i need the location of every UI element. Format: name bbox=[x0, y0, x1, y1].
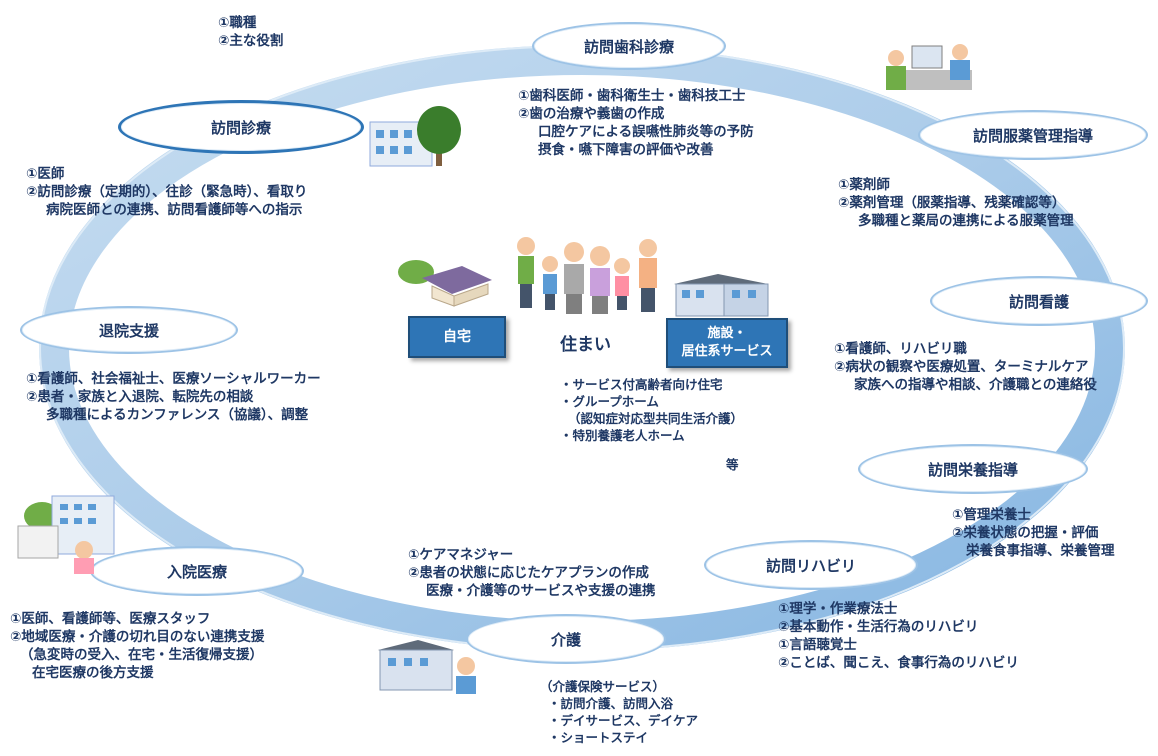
dental-line: 口腔ケアによる誤嚥性肺炎等の予防 bbox=[538, 124, 754, 140]
home-visit-line: ①医師 bbox=[26, 166, 65, 182]
facility-line: ・グループホーム bbox=[560, 394, 659, 409]
home-visit-line: ②訪問診療（定期的）、往診（緊急時）、看取り bbox=[26, 184, 308, 200]
care-line: ・ショートステイ bbox=[548, 730, 649, 745]
facility-list: ・サービス付高齢者向け住宅 ・グループホーム （認知症対応型共同生活介護） ・特… bbox=[560, 376, 743, 444]
home-button: 自宅 bbox=[408, 316, 506, 358]
nursing-line: ②病状の観察や医療処置、ターミナルケア bbox=[834, 359, 1089, 375]
house-illustration bbox=[398, 260, 492, 307]
discharge-line: ①看護師、社会福祉士、医療ソーシャルワーカー bbox=[26, 371, 321, 387]
dental-title: 訪問歯科診療 bbox=[532, 22, 726, 70]
inpatient-line: ②地域医療・介護の切れ目のない連携支援 bbox=[10, 629, 265, 645]
home-visit-desc: ①医師 ②訪問診療（定期的）、往診（緊急時）、看取り 病院医師との連携、訪問看護… bbox=[26, 165, 307, 219]
nursing-line: ①看護師、リハビリ職 bbox=[834, 341, 967, 357]
caremanager-line: 医療・介護等のサービスや支援の連携 bbox=[426, 583, 656, 599]
inpatient-title: 入院医療 bbox=[90, 546, 304, 596]
housing-title: 住まい bbox=[560, 335, 611, 355]
pharmacy-desc: ①薬剤師 ②薬剤管理（服薬指導、残薬確認等） 多職種と薬局の連携による服薬管理 bbox=[838, 176, 1074, 230]
dental-line: ②歯の治療や義歯の作成 bbox=[518, 106, 665, 122]
caremanager-desc: ①ケアマネジャー ②患者の状態に応じたケアプランの作成 医療・介護等のサービスや… bbox=[408, 546, 656, 600]
pharmacy-title: 訪問服薬管理指導 bbox=[918, 110, 1148, 160]
care-title: 介護 bbox=[466, 614, 666, 664]
discharge-desc: ①看護師、社会福祉士、医療ソーシャルワーカー ②患者・家族と入退院、転院先の相談… bbox=[26, 370, 321, 424]
care-home-illustration bbox=[378, 640, 476, 694]
nursing-desc: ①看護師、リハビリ職 ②病状の観察や医療処置、ターミナルケア 家族への指導や相談… bbox=[834, 340, 1097, 394]
inpatient-line: （急変時の受入、在宅・生活復帰支援） bbox=[20, 647, 263, 663]
inpatient-desc: ①医師、看護師等、医療スタッフ ②地域医療・介護の切れ目のない連携支援 （急変時… bbox=[10, 610, 264, 682]
legend-line: ②主な役割 bbox=[218, 33, 284, 49]
rehab-line: ②ことば、聞こえ、食事行為のリハビリ bbox=[778, 655, 1019, 671]
rehab-line: ②基本動作・生活行為のリハビリ bbox=[778, 619, 979, 635]
pharmacy-line: ②薬剤管理（服薬指導、残薬確認等） bbox=[838, 195, 1066, 211]
facility-illustration bbox=[674, 274, 769, 317]
hospital-illustration bbox=[17, 495, 115, 574]
pharmacy-line: 多職種と薬局の連携による服薬管理 bbox=[858, 213, 1074, 229]
home-visit-title: 訪問診療 bbox=[118, 100, 364, 154]
care-line: ・デイサービス、デイケア bbox=[548, 713, 699, 728]
care-desc: （介護保険サービス） ・訪問介護、訪問入浴 ・デイサービス、デイケア ・ショート… bbox=[540, 678, 698, 746]
nutrition-title: 訪問栄養指導 bbox=[858, 444, 1088, 494]
facility-button: 施設・ 居住系サービス bbox=[666, 318, 788, 368]
dental-line: 摂食・嚥下障害の評価や改善 bbox=[538, 142, 714, 158]
pharmacy-line: ①薬剤師 bbox=[838, 177, 890, 193]
nutrition-line: 栄養食事指導、栄養管理 bbox=[966, 543, 1115, 559]
facility-line: ・特別養護老人ホーム bbox=[560, 428, 685, 443]
facility-line: ・サービス付高齢者向け住宅 bbox=[560, 377, 723, 392]
inpatient-line: 在宅医療の後方支援 bbox=[32, 665, 154, 681]
etc-label: 等 bbox=[726, 457, 739, 472]
home-visit-line: 病院医師との連携、訪問看護師等への指示 bbox=[46, 202, 303, 218]
dental-desc: ①歯科医師・歯科衛生士・歯科技工士 ②歯の治療や義歯の作成 口腔ケアによる誤嚥性… bbox=[518, 87, 754, 159]
inpatient-line: ①医師、看護師等、医療スタッフ bbox=[10, 611, 211, 627]
rehab-line: ①言語聴覚士 bbox=[778, 637, 857, 653]
care-line: ・訪問介護、訪問入浴 bbox=[548, 696, 674, 711]
pharmacy-illustration bbox=[886, 44, 972, 90]
facility-line: （認知症対応型共同生活介護） bbox=[568, 411, 744, 426]
family-illustration bbox=[517, 237, 657, 314]
care-line: （介護保険サービス） bbox=[540, 679, 666, 694]
discharge-line: ②患者・家族と入退院、転院先の相談 bbox=[26, 389, 254, 405]
discharge-title: 退院支援 bbox=[20, 306, 238, 354]
rehab-title: 訪問リハビリ bbox=[704, 540, 918, 590]
nutrition-line: ②栄養状態の把握・評価 bbox=[952, 525, 1099, 541]
nursing-title: 訪問看護 bbox=[930, 276, 1148, 326]
rehab-desc: ①理学・作業療法士 ②基本動作・生活行為のリハビリ ①言語聴覚士 ②ことば、聞こ… bbox=[778, 600, 1019, 672]
caremanager-line: ②患者の状態に応じたケアプランの作成 bbox=[408, 565, 649, 581]
dental-line: ①歯科医師・歯科衛生士・歯科技工士 bbox=[518, 88, 746, 104]
discharge-line: 多職種によるカンファレンス（協議）、調整 bbox=[46, 407, 309, 423]
caremanager-line: ①ケアマネジャー bbox=[408, 547, 514, 563]
nutrition-line: ①管理栄養士 bbox=[952, 507, 1031, 523]
legend-line: ①職種 bbox=[218, 15, 257, 31]
legend: ①職種 ②主な役割 bbox=[218, 14, 283, 50]
nutrition-desc: ①管理栄養士 ②栄養状態の把握・評価 栄養食事指導、栄養管理 bbox=[952, 506, 1115, 560]
clinic-illustration bbox=[369, 106, 461, 167]
nursing-line: 家族への指導や相談、介護職との連絡役 bbox=[854, 377, 1097, 393]
rehab-line: ①理学・作業療法士 bbox=[778, 601, 898, 617]
